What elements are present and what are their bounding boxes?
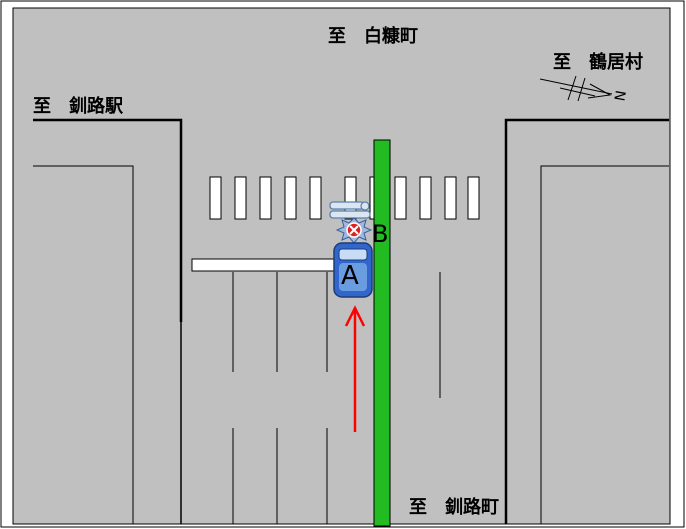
north-arrow-icon: [539, 75, 613, 102]
stop-line: [191, 258, 343, 272]
car-a-label: A: [341, 261, 359, 291]
crosswalk-stripe: [309, 176, 322, 220]
crosswalk-stripe: [234, 176, 247, 220]
curb-right-top: [504, 118, 669, 524]
crosswalk-stripe: [467, 176, 480, 220]
crossed-circle-icon: [346, 222, 362, 238]
bicycle-b: [329, 201, 371, 219]
curb-left-top: [33, 118, 183, 322]
label-to-tsurui: 至 鶴居村: [553, 52, 643, 73]
north-mark-label: N: [612, 89, 630, 102]
crosswalk-stripe: [419, 176, 432, 220]
crosswalk-stripe: [209, 176, 222, 220]
crosswalk-stripe: [344, 176, 357, 220]
label-to-kushiro-station: 至 釧路駅: [33, 96, 123, 117]
crosswalk-stripe: [444, 176, 457, 220]
label-to-shiratoka: 至 白糠町: [328, 26, 418, 47]
label-to-kushiro-town: 至 釧路町: [409, 497, 499, 518]
crosswalk-stripe: [284, 176, 297, 220]
crosswalk-stripe: [394, 176, 407, 220]
car-a: [333, 242, 373, 298]
crosswalk-stripe: [259, 176, 272, 220]
sidewalk-edge-right: [540, 165, 669, 524]
green-bike-lane: [373, 139, 391, 527]
travel-arrow: [344, 305, 366, 432]
crosswalk: [209, 176, 480, 220]
bike-b-label: B: [372, 220, 389, 248]
sidewalk-edge-left: [33, 165, 134, 524]
lane-lines: [232, 272, 441, 524]
